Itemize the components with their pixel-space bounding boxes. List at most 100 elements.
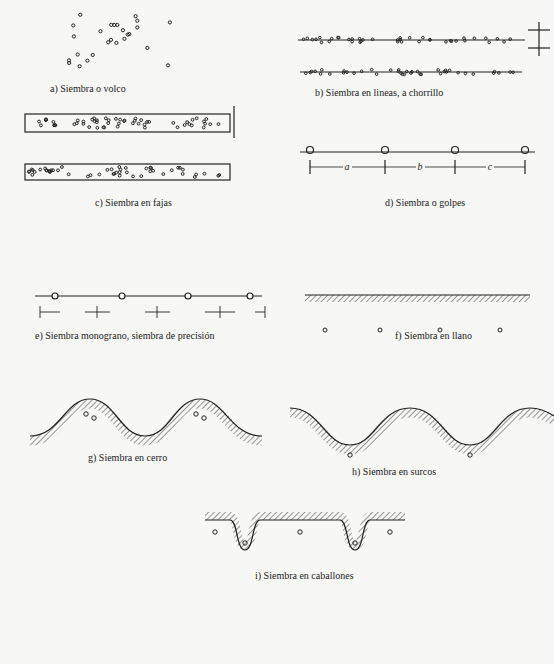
seed [243, 541, 247, 545]
seed [123, 119, 126, 122]
seed [49, 171, 52, 174]
soil-surface [30, 399, 262, 436]
seed [358, 37, 361, 40]
seed [359, 41, 362, 44]
seed [512, 71, 515, 74]
seed [429, 39, 432, 42]
seed [448, 69, 451, 72]
seed [337, 36, 340, 39]
seed [84, 412, 88, 416]
seed [450, 40, 453, 43]
width-mark [538, 22, 539, 56]
seed [143, 126, 146, 129]
seed [119, 118, 122, 121]
seed [328, 40, 331, 43]
seed [213, 530, 217, 534]
seed [464, 72, 467, 75]
seed [33, 171, 36, 174]
figure-caption: b) Siembra en lineas, a chorrillo [315, 87, 443, 98]
seed [353, 72, 356, 75]
seed [39, 168, 42, 171]
seed [143, 123, 146, 126]
seed [162, 173, 165, 176]
seed [188, 123, 191, 126]
seed [78, 65, 81, 68]
seed [54, 124, 57, 127]
seed [52, 121, 55, 124]
seed [123, 37, 126, 40]
seed [400, 41, 403, 44]
seed [473, 37, 476, 40]
seed-hill [522, 147, 529, 154]
seed [346, 71, 349, 74]
seed [113, 23, 116, 26]
seed [72, 24, 75, 27]
figure-caption: f) Siembra en llano [395, 330, 472, 341]
seed [166, 64, 169, 67]
seed [488, 41, 491, 44]
seed [82, 122, 85, 125]
seed [38, 120, 41, 123]
seed [28, 170, 31, 173]
seed [103, 126, 106, 129]
seed [375, 73, 378, 76]
seed [110, 168, 113, 171]
soil-surface [205, 520, 405, 550]
seed [411, 70, 414, 73]
seed [509, 38, 512, 41]
dimension-letter: c [486, 161, 494, 172]
seed [181, 173, 184, 176]
seed [302, 38, 305, 41]
dimension-tick [454, 160, 455, 174]
dimension-letter: b [416, 161, 425, 172]
seed [321, 69, 324, 72]
seed [102, 126, 105, 129]
figure-caption: h) Siembra en surcos [352, 466, 436, 477]
seed [388, 530, 392, 534]
seed [172, 122, 175, 125]
figure-caption: g) Siembra en cerro [88, 452, 167, 463]
seed [439, 72, 442, 75]
seed [455, 40, 458, 43]
seed [319, 73, 322, 76]
seed [86, 59, 89, 62]
seed [107, 122, 110, 125]
sowing-band [25, 114, 230, 132]
seed [457, 71, 460, 74]
figure-caption: e) Siembra monograno, siembra de precisi… [35, 330, 214, 341]
seed [492, 72, 495, 75]
seed [67, 173, 70, 176]
seed [88, 126, 91, 129]
seed [170, 169, 173, 172]
seed [140, 175, 143, 178]
seed [146, 46, 149, 49]
seed [422, 36, 425, 39]
seed [98, 173, 101, 176]
seed [31, 173, 34, 176]
seed [123, 120, 126, 123]
seed [89, 174, 92, 177]
seed [362, 39, 365, 42]
seed [125, 171, 128, 174]
seed [305, 72, 308, 75]
seed [148, 120, 151, 123]
seed [330, 37, 333, 40]
seed [348, 453, 352, 457]
seed [182, 168, 185, 171]
seed [472, 73, 475, 76]
seed [117, 122, 120, 125]
seed [320, 41, 323, 44]
width-mark [233, 106, 234, 138]
seed [57, 169, 60, 172]
seed [106, 168, 109, 171]
dimension-tick [524, 160, 525, 174]
seed [48, 170, 51, 173]
seed [315, 38, 318, 41]
seed [205, 118, 208, 121]
figure-caption: i) Siembra en caballones [255, 570, 354, 581]
row-line [300, 151, 535, 152]
dimension-tick [309, 160, 310, 174]
seed [191, 118, 194, 121]
seed [185, 293, 191, 299]
spacing-marks [40, 306, 265, 318]
